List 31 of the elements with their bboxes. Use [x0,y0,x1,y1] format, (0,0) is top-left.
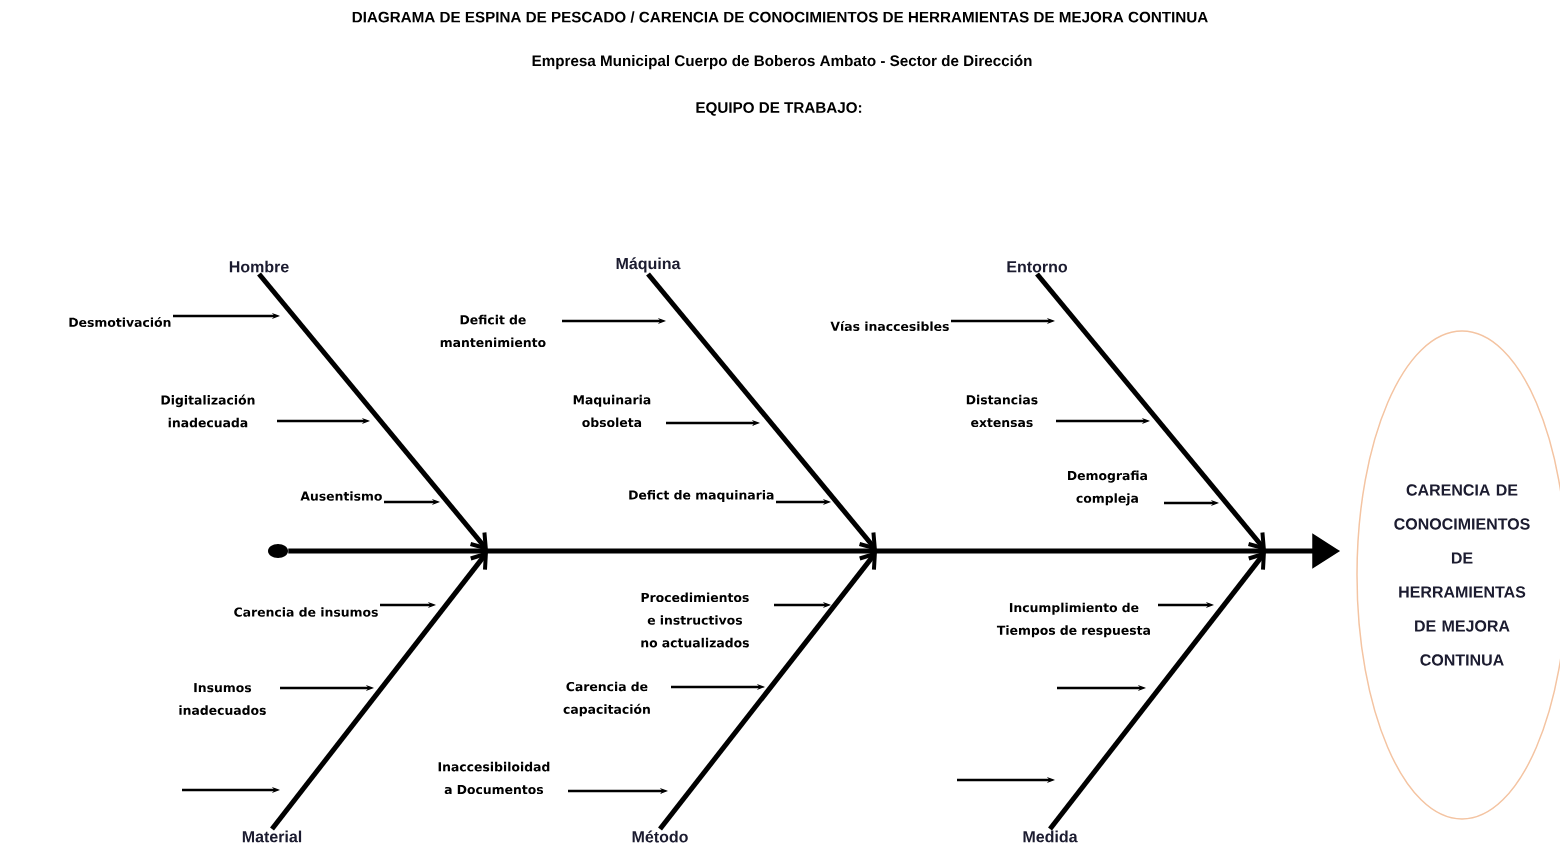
cause-label: Deficit de mantenimiento [440,314,546,348]
bone-arrow [257,272,488,551]
cause-label: Vías inaccesibles [830,320,949,332]
cause-label: Digitalización inadecuada [161,394,255,428]
cause-label: Ausentismo [300,491,382,501]
cause-label: Incumplimiento de Tiempos de respuesta [996,602,1150,638]
cause-label: Inaccesibiloidad a Documentos [438,761,550,795]
category-label: Material [242,830,302,843]
cause-label: Procedimientos e instructivos no actualizados [641,592,749,648]
bone-arrow [270,551,488,831]
cause-label: Carencia de capacitación [563,681,650,717]
bone-arrow [658,551,877,831]
cause-label: Maquinaria obsoleta [573,394,651,428]
category-label: Método [632,830,688,843]
category-label: Entorno [1007,261,1068,273]
bone-arrow [646,272,877,551]
title: DIAGRAMA DE ESPINA DE PESCADO / CARENCIA DE CONOCIMIENTOS DE HERRAMIENTAS DE MEJORA CONTINUA [352,11,1208,23]
bone-arrow [1048,551,1266,831]
bone-arrow [1035,272,1266,551]
subtitle: Empresa Municipal Cuerpo de Boberos Ambato - Sector de Dirección [532,54,1032,70]
tail-dot [268,544,288,558]
category-label: Máquina [616,257,681,273]
cause-label: Insumos inadecuados [179,683,266,715]
subtitle: EQUIPO DE TRABAJO: [696,102,862,116]
cause-label: Distancias extensas [966,394,1038,428]
cause-label: Defict de maquinaria [629,490,774,502]
cause-label: Desmotivación [69,316,171,328]
cause-label: Demografia compleja [1068,470,1147,506]
category-label: Medida [1023,830,1078,843]
cause-label: Carencia de insumos [234,607,378,617]
category-label: Hombre [229,260,289,273]
